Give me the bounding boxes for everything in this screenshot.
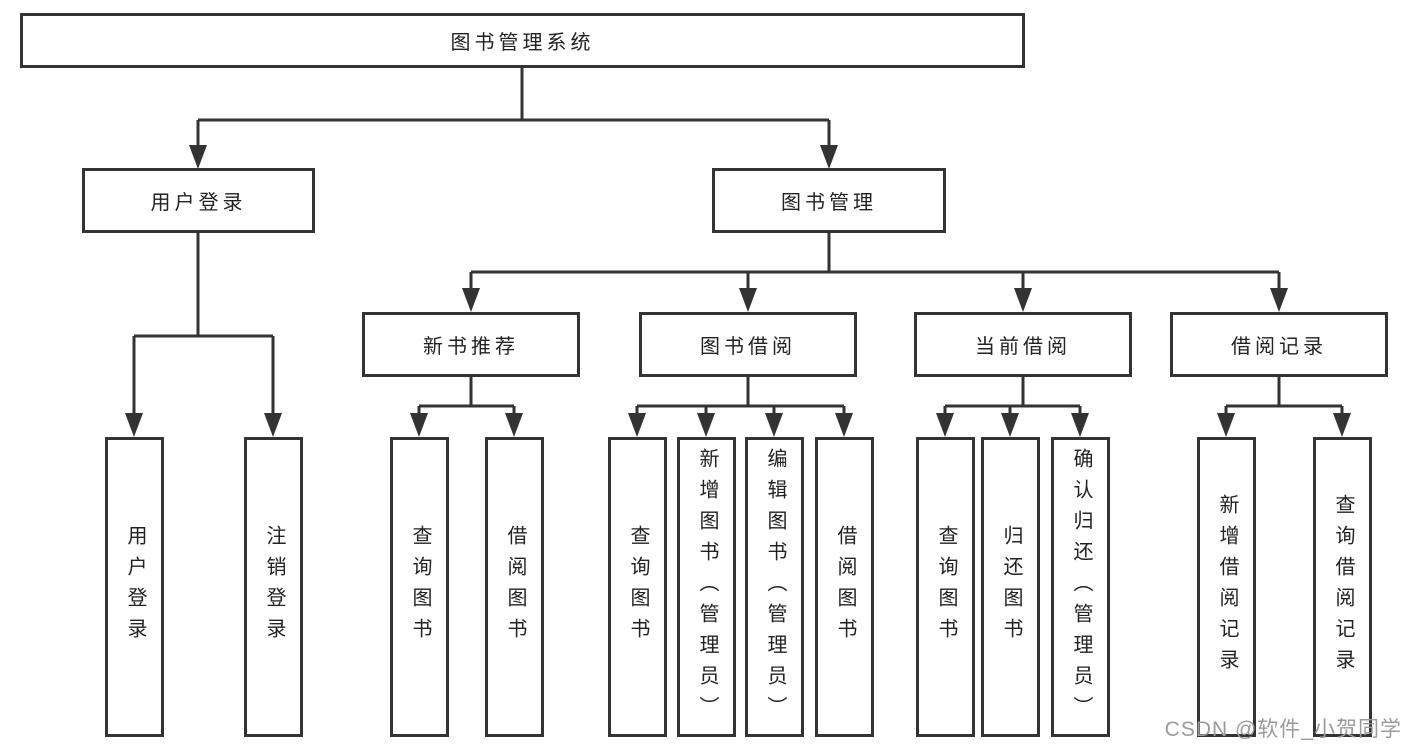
leaf-logout: 注销登录	[244, 437, 303, 737]
node-user-login: 用户登录	[82, 168, 315, 233]
leaf-borrow-borrow-books: 借阅图书	[815, 437, 874, 737]
leaf-records-add-record: 新增借阅记录	[1197, 437, 1256, 737]
watermark: CSDN @软件_小贺同学	[1164, 718, 1402, 741]
leaf-current-query-books: 查询图书	[916, 437, 975, 737]
leaf-current-confirm-return-admin: 确认归还（管理员）	[1051, 437, 1110, 737]
node-current-borrowing: 当前借阅	[914, 312, 1132, 377]
arrowhead-icon	[1014, 288, 1032, 312]
arrowhead-icon	[264, 413, 282, 437]
leaf-current-return-books: 归还图书	[981, 437, 1040, 737]
leaf-borrow-query-books: 查询图书	[608, 437, 667, 737]
arrowhead-icon	[628, 413, 646, 437]
arrowhead-icon	[1217, 413, 1235, 437]
leaf-borrow-edit-books-admin: 编辑图书（管理员）	[745, 437, 804, 737]
leaf-records-query-record: 查询借阅记录	[1313, 437, 1372, 737]
node-book-borrowing: 图书借阅	[639, 312, 857, 377]
arrowhead-icon	[505, 413, 523, 437]
arrowhead-icon	[410, 413, 428, 437]
arrowhead-icon	[125, 413, 143, 437]
arrowhead-icon	[1333, 413, 1351, 437]
leaf-user-login: 用户登录	[105, 437, 164, 737]
node-new-book-recommend: 新书推荐	[362, 312, 580, 377]
node-borrowing-records: 借阅记录	[1170, 312, 1388, 377]
node-book-management: 图书管理	[712, 168, 946, 233]
arrowhead-icon	[189, 145, 207, 169]
arrowhead-icon	[835, 413, 853, 437]
arrowhead-icon	[697, 413, 715, 437]
arrowhead-icon	[739, 288, 757, 312]
arrowhead-icon	[820, 145, 838, 169]
arrowhead-icon	[765, 413, 783, 437]
arrowhead-icon	[462, 288, 480, 312]
leaf-recommend-query-books: 查询图书	[390, 437, 449, 737]
arrowhead-icon	[936, 413, 954, 437]
arrowhead-icon	[1071, 413, 1089, 437]
arrowhead-icon	[1001, 413, 1019, 437]
arrowhead-icon	[1270, 288, 1288, 312]
leaf-recommend-borrow-books: 借阅图书	[485, 437, 544, 737]
leaf-borrow-add-books-admin: 新增图书（管理员）	[677, 437, 736, 737]
node-root: 图书管理系统	[20, 13, 1025, 68]
